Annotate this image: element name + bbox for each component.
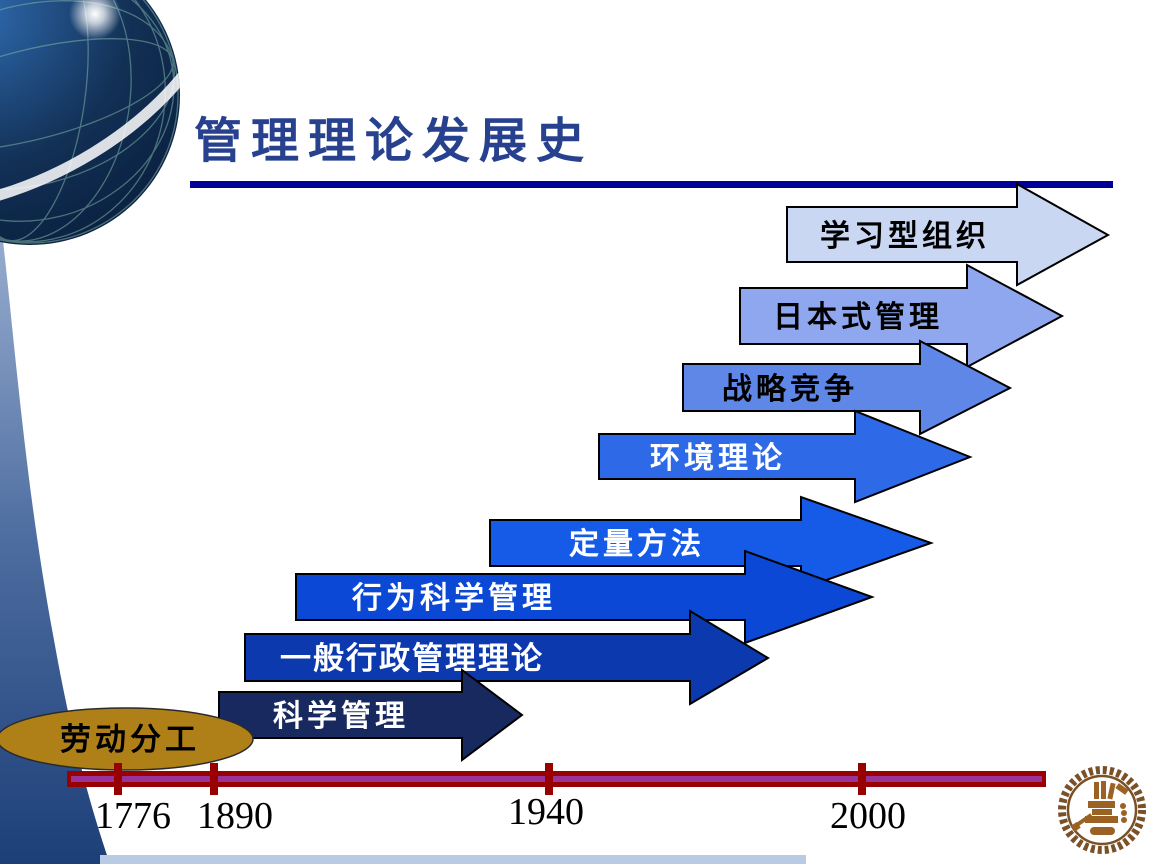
arrow-label: 战略竞争	[722, 372, 858, 406]
arrow-shape	[598, 409, 973, 504]
arrow-shape	[295, 549, 875, 645]
arrow-shape	[244, 609, 770, 706]
arrow-label: 行为科学管理	[351, 581, 556, 615]
arrow-label: 定量方法	[569, 527, 705, 561]
timeline-tick-2000	[858, 763, 866, 795]
arrow-scientific-management: 科学管理	[218, 668, 524, 762]
timeline-tick-1890	[210, 763, 218, 795]
year-label-2000: 2000	[830, 795, 906, 837]
page-title: 管理理论发展史	[194, 115, 593, 168]
globe-swoosh-highlight	[0, 68, 180, 211]
logo-emblem-glyphs	[1071, 781, 1129, 835]
arrow-japanese-management: 日本式管理	[739, 263, 1065, 369]
arrow-label: 学习型组织	[820, 219, 990, 253]
bottom-strip-decoration	[100, 855, 806, 864]
arrow-quantitative-methods: 定量方法	[489, 495, 934, 591]
arrow-label: 环境理论	[650, 441, 786, 475]
arrow-strategic-competition: 战略竞争	[682, 339, 1013, 436]
arrow-shape	[218, 668, 524, 762]
arrow-environment-theory: 环境理论	[598, 409, 973, 504]
timeline-tick-1940	[545, 763, 553, 795]
arrow-shape	[489, 495, 934, 591]
arrow-shape	[739, 263, 1065, 369]
arrow-label: 一般行政管理理论	[280, 641, 544, 676]
globe-wireframe	[0, 0, 179, 244]
arrow-label: 科学管理	[273, 699, 409, 733]
globe-glint	[69, 0, 121, 40]
origin-ellipse-division-of-labor: 劳动分工	[0, 707, 254, 771]
arrow-label: 日本式管理	[773, 301, 943, 334]
left-swoosh-decoration	[0, 215, 110, 864]
timeline-tick-1776	[114, 763, 122, 795]
university-gear-logo-icon	[1058, 766, 1146, 854]
title-underline	[190, 181, 1113, 188]
arrow-behavioral-science: 行为科学管理	[295, 549, 875, 645]
arrow-learning-organization: 学习型组织	[786, 182, 1111, 287]
timeline-bar-stripe	[71, 776, 1042, 782]
arrow-shape	[786, 182, 1111, 287]
arrow-general-administrative: 一般行政管理理论	[244, 609, 770, 706]
arrow-shape	[682, 339, 1013, 436]
origin-ellipse-label: 劳动分工	[60, 722, 200, 757]
year-label-1776: 1776	[95, 795, 171, 837]
year-label-1890: 1890	[197, 795, 273, 837]
timeline: 1776 1890 1940 2000	[67, 763, 1046, 837]
origin-ellipse-shape	[0, 707, 254, 771]
year-label-1940: 1940	[508, 791, 584, 833]
globe-icon	[0, 0, 180, 245]
